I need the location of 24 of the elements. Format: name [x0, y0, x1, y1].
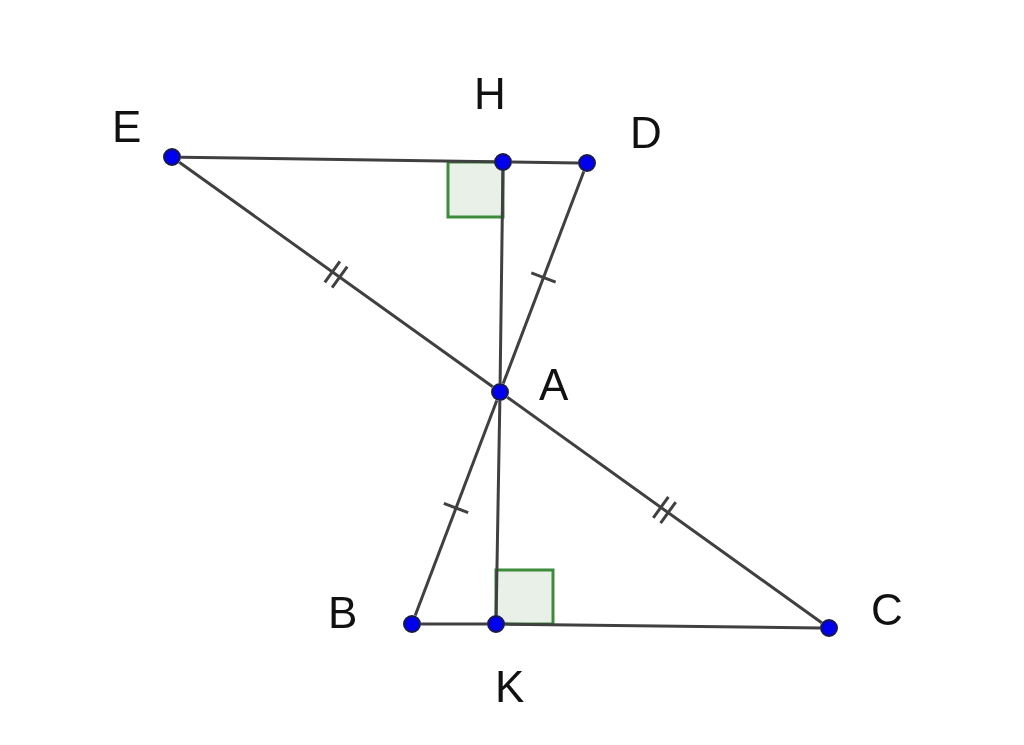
line-segment — [421, 622, 487, 626]
line-segment — [505, 622, 820, 630]
point-dot — [487, 615, 505, 633]
point-label: B — [328, 591, 358, 635]
line-segment — [494, 400, 502, 616]
point-dot — [494, 153, 512, 171]
point-label: H — [474, 72, 506, 116]
line-segment — [512, 160, 578, 165]
line-segment — [506, 396, 823, 624]
line-segment — [413, 399, 499, 617]
point-label: A — [539, 363, 569, 407]
line-segment — [178, 161, 494, 388]
point-label: D — [630, 111, 662, 155]
point-label: K — [495, 665, 525, 709]
point-label: C — [871, 588, 903, 632]
line-segment — [501, 170, 586, 385]
point-dot — [163, 148, 181, 166]
line-segment — [498, 170, 505, 384]
point-dot — [403, 615, 421, 633]
line-segment — [180, 155, 495, 164]
point-dot — [491, 383, 509, 401]
point-label: E — [112, 105, 142, 149]
point-dot — [578, 154, 596, 172]
point-dot — [820, 619, 838, 637]
